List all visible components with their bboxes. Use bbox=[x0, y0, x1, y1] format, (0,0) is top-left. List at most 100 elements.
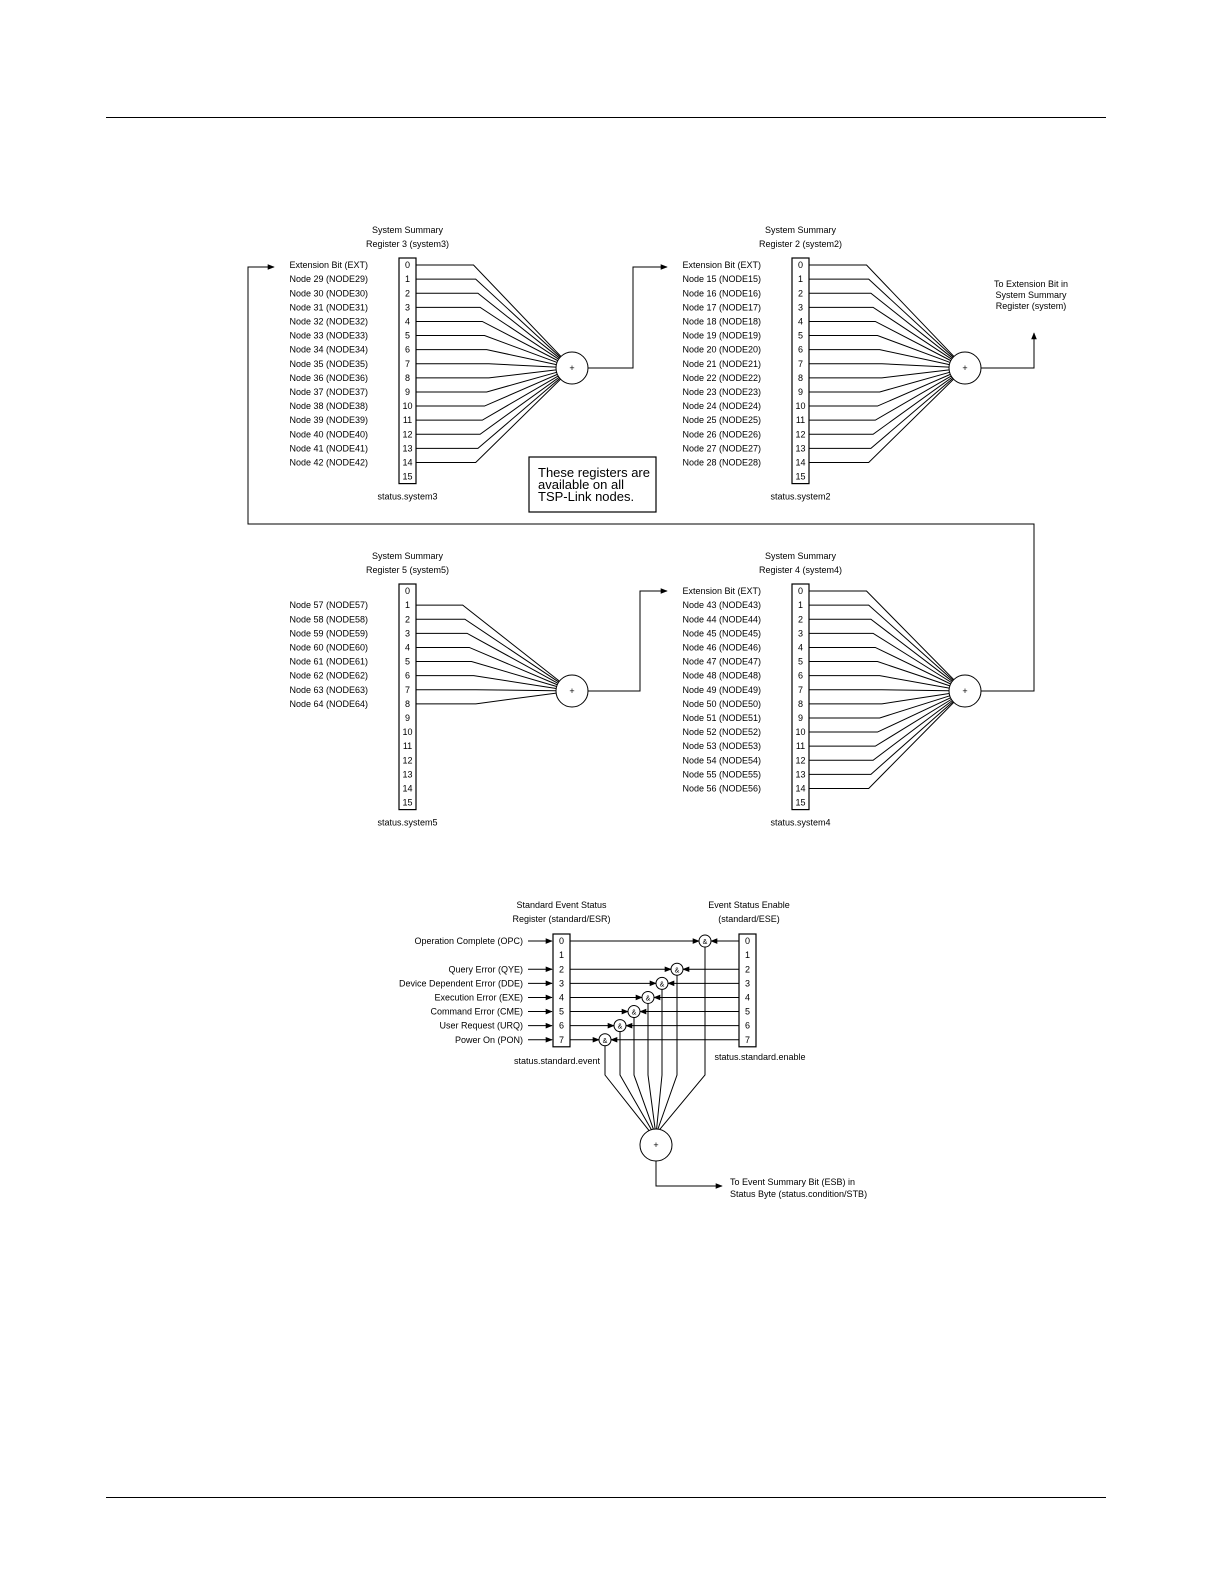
wire-system4-to-system3 bbox=[247, 264, 1035, 692]
system2-bit-wire-13 bbox=[809, 378, 954, 449]
system2-bit-9: 9 bbox=[798, 387, 803, 397]
system5-bit-6: 6 bbox=[405, 671, 410, 681]
system2-signal-2: Node 16 (NODE16) bbox=[682, 288, 761, 298]
header-rule bbox=[106, 117, 1106, 118]
system5-bit-wire-1 bbox=[416, 604, 560, 682]
note-box bbox=[528, 456, 657, 513]
system3-signal-10: Node 38 (NODE38) bbox=[289, 401, 368, 411]
note-line-2: available on all bbox=[538, 477, 624, 492]
system3-bit-wire-7 bbox=[416, 363, 557, 368]
connection-wires bbox=[247, 264, 1037, 1189]
and-to-or-wire-6 bbox=[619, 1031, 652, 1130]
system3-bit-11: 11 bbox=[403, 415, 412, 425]
system2-bit-2: 2 bbox=[798, 288, 803, 298]
system2-bit-wire-8 bbox=[809, 369, 950, 379]
system3-register-name: status.system3 bbox=[377, 492, 437, 502]
system4-bit-wire-7 bbox=[809, 689, 950, 692]
system3-signal-13: Node 41 (NODE41) bbox=[289, 443, 368, 453]
ese-bit-6: 6 bbox=[745, 1021, 750, 1031]
esr-bit-0: 0 bbox=[559, 936, 564, 946]
and-symbol-0: & bbox=[703, 939, 708, 946]
system4-signal-8: Node 50 (NODE50) bbox=[682, 699, 761, 709]
system3-bit-wire-2 bbox=[416, 292, 560, 359]
wire-system2-to-system bbox=[981, 332, 1037, 369]
system5-bit-wire-8 bbox=[416, 692, 557, 705]
system4-signal-4: Node 46 (NODE46) bbox=[682, 642, 761, 652]
system3-bit-3: 3 bbox=[405, 302, 410, 312]
and-symbol-3: & bbox=[660, 981, 665, 988]
standard-signal-7: Power On (PON) bbox=[455, 1035, 523, 1045]
system2-register-box bbox=[791, 257, 810, 485]
system2-signal-8: Node 22 (NODE22) bbox=[682, 373, 761, 383]
system3-bit-5: 5 bbox=[405, 331, 410, 341]
system5-bit-3: 3 bbox=[405, 628, 410, 638]
system2-bit-12: 12 bbox=[795, 429, 805, 439]
esb-output-wire bbox=[655, 1161, 723, 1189]
wire-system3-to-system2 bbox=[588, 264, 668, 369]
esr-bit-5: 5 bbox=[559, 1007, 564, 1017]
esr-bit-2: 2 bbox=[559, 964, 564, 974]
system4-bit-1: 1 bbox=[798, 600, 803, 610]
system5-title-line1: System Summary bbox=[372, 551, 444, 561]
system2-bit-wire-9 bbox=[809, 371, 950, 393]
system2-signal-1: Node 15 (NODE15) bbox=[682, 274, 761, 284]
standard-signal-4: Execution Error (EXE) bbox=[434, 992, 523, 1002]
system4-signal-3: Node 45 (NODE45) bbox=[682, 628, 761, 638]
system3-bit-wire-13 bbox=[416, 378, 561, 449]
ese-bit-0: 0 bbox=[745, 936, 750, 946]
ese-bit-7: 7 bbox=[745, 1035, 750, 1045]
system4-bit-3: 3 bbox=[798, 628, 803, 638]
system2-bit-wire-7 bbox=[809, 363, 950, 368]
system4-bit-12: 12 bbox=[795, 755, 805, 765]
system3-bit-wire-11 bbox=[416, 375, 559, 421]
footer-rule bbox=[106, 1497, 1106, 1498]
standard-signal-2: Query Error (QYE) bbox=[448, 964, 523, 974]
system5-bit-1: 1 bbox=[405, 600, 410, 610]
standard-signal-3: Device Dependent Error (DDE) bbox=[399, 978, 523, 988]
system4-bit-wire-12 bbox=[809, 700, 953, 761]
system3-title-line1: System Summary bbox=[372, 225, 444, 235]
system5-bit-wire-2 bbox=[416, 618, 559, 683]
system5-bit-8: 8 bbox=[405, 699, 410, 709]
system5-signal-6: Node 62 (NODE62) bbox=[289, 671, 368, 681]
system4-signal-5: Node 47 (NODE47) bbox=[682, 657, 761, 667]
system3-signal-14: Node 42 (NODE42) bbox=[289, 457, 368, 467]
system4-bit-9: 9 bbox=[798, 713, 803, 723]
system2-bit-13: 13 bbox=[795, 443, 805, 453]
system2-register-name: status.system2 bbox=[770, 492, 830, 502]
and-symbol-5: & bbox=[632, 1010, 637, 1017]
system3-bit-wire-0 bbox=[416, 264, 562, 357]
system4-bit-8: 8 bbox=[798, 699, 803, 709]
system2-title-line2: Register 2 (system2) bbox=[759, 239, 842, 249]
system3-bit-15: 15 bbox=[402, 472, 412, 482]
system2-bit-wire-1 bbox=[809, 278, 954, 358]
system4-bit-5: 5 bbox=[798, 657, 803, 667]
system5-signal-3: Node 59 (NODE59) bbox=[289, 628, 368, 638]
and-gate-2 bbox=[670, 962, 684, 976]
esr-bit-4: 4 bbox=[559, 992, 564, 1002]
system3-signal-2: Node 30 (NODE30) bbox=[289, 288, 368, 298]
system2-or-gate bbox=[948, 351, 982, 385]
esr-bit-3: 3 bbox=[559, 978, 564, 988]
system2-signal-4: Node 18 (NODE18) bbox=[682, 316, 761, 326]
ese-register-box bbox=[738, 933, 757, 1048]
system2-bit-wire-3 bbox=[809, 306, 952, 360]
and-gate-6 bbox=[613, 1019, 627, 1033]
system2-bit-8: 8 bbox=[798, 373, 803, 383]
system3-bit-13: 13 bbox=[402, 443, 412, 453]
system2-bit-wire-4 bbox=[809, 320, 952, 362]
system2-title-line1: System Summary bbox=[765, 225, 837, 235]
system3-bit-12: 12 bbox=[402, 429, 412, 439]
system3-or-symbol: + bbox=[569, 363, 574, 373]
ese-bit-2: 2 bbox=[745, 964, 750, 974]
system5-signal-4: Node 60 (NODE60) bbox=[289, 642, 368, 652]
esr-register-box bbox=[552, 933, 571, 1048]
esb-note-line1: To Event Summary Bit (ESB) in bbox=[730, 1177, 855, 1187]
system5-bit-wire-3 bbox=[416, 632, 559, 684]
system4-signal-12: Node 54 (NODE54) bbox=[682, 755, 761, 765]
system2-bit-4: 4 bbox=[798, 316, 803, 326]
system3-title-line2: Register 3 (system3) bbox=[366, 239, 449, 249]
system4-register-name: status.system4 bbox=[770, 818, 830, 828]
system3-bit-4: 4 bbox=[405, 316, 410, 326]
